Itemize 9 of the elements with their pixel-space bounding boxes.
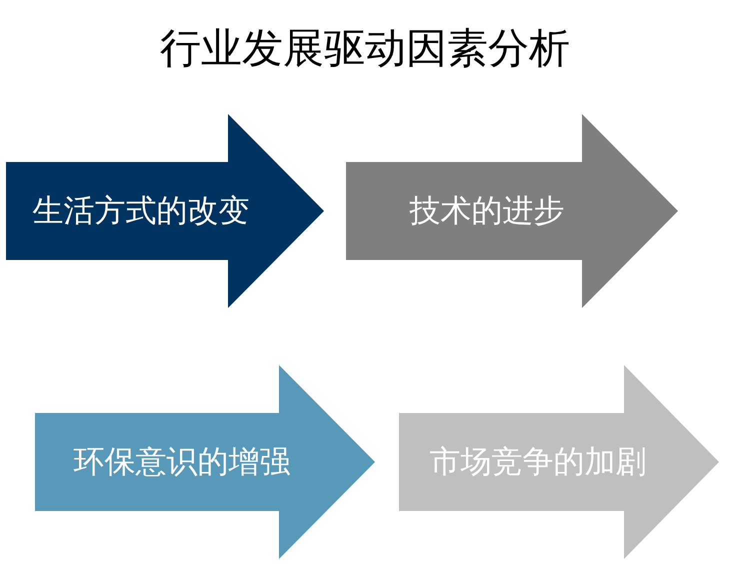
block-arrow — [35, 365, 375, 559]
block-arrow — [399, 365, 719, 559]
title: 行业发展驱动因素分析 — [159, 24, 571, 73]
arrow-label: 环保意识的增强 — [74, 443, 290, 481]
arrow-label: 生活方式的改变 — [32, 192, 250, 230]
arrow-label: 市场竞争的加剧 — [430, 443, 646, 481]
block-arrow — [346, 114, 678, 308]
block-arrow — [6, 114, 324, 308]
arrow-label: 技术的进步 — [410, 192, 564, 230]
